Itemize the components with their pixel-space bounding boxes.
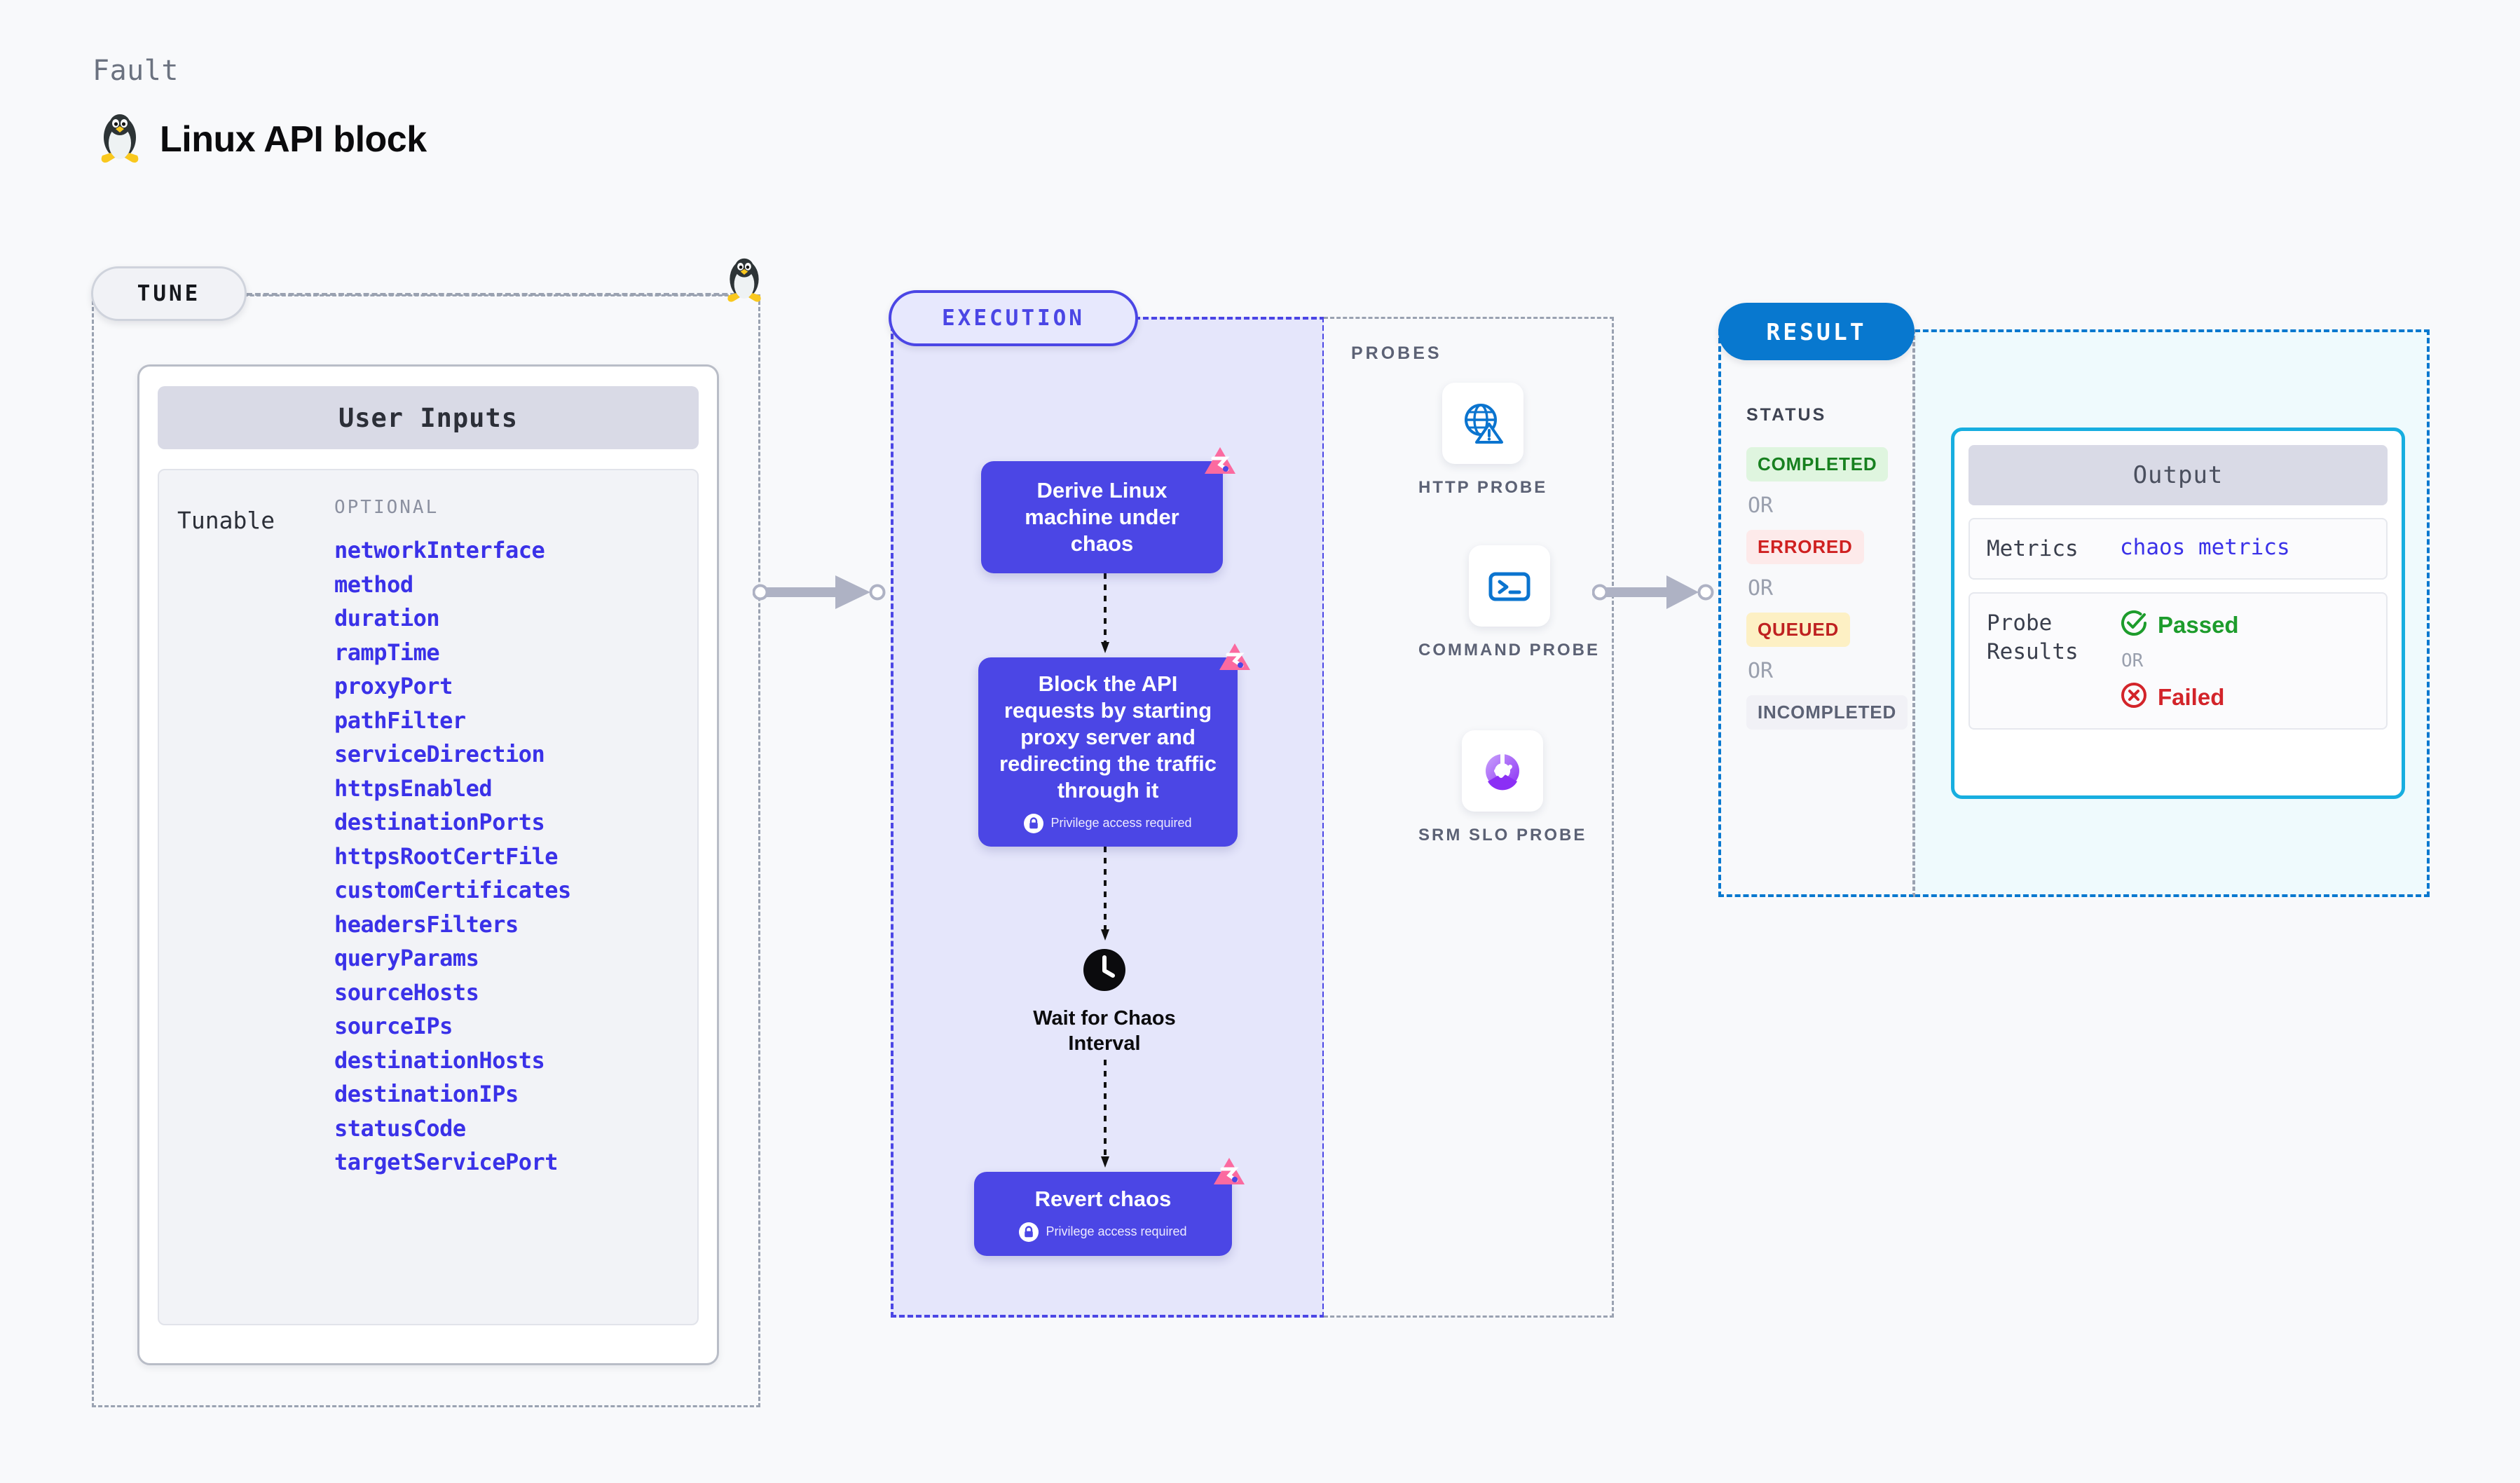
status-badge: INCOMPLETED [1746, 695, 1908, 730]
output-title: Output [1968, 445, 2388, 505]
tune-linux-penguin-icon [725, 257, 764, 309]
optional-label: OPTIONAL [334, 497, 439, 518]
output-probe-results-row: Probe Results Passed OR [1968, 592, 2388, 730]
terminal-icon [1468, 545, 1550, 627]
result-section-label: RESULT [1718, 303, 1915, 360]
probes-title: PROBES [1351, 343, 1442, 363]
connector-execution-to-result [1591, 571, 1725, 617]
tunable-item[interactable]: statusCode [334, 1114, 466, 1142]
metrics-value[interactable]: chaos metrics [2120, 535, 2290, 560]
tunable-item[interactable]: httpsRootCertFile [334, 842, 559, 870]
probe-label: SRM SLO PROBE [1418, 826, 1587, 845]
wait-label: Wait for Chaos Interval [1033, 1007, 1176, 1055]
status-badge: ERRORED [1746, 530, 1864, 564]
chaos-badge-icon [1217, 642, 1253, 681]
status-badge: COMPLETED [1746, 447, 1889, 481]
globe-warning-icon [1442, 383, 1524, 464]
connector-tune-to-execution [752, 571, 900, 617]
x-circle-icon [2120, 681, 2148, 713]
flow-line-2 [1100, 847, 1110, 948]
tune-section-label: TUNE [91, 266, 247, 321]
tunable-item[interactable]: sourceIPs [334, 1013, 453, 1039]
tunable-row-label: Tunable [177, 507, 275, 534]
tunable-item[interactable]: duration [334, 605, 440, 631]
tunable-item[interactable]: serviceDirection [334, 741, 545, 767]
tunable-item[interactable]: networkInterface [334, 537, 545, 563]
probe-results-values: Passed OR Failed [2120, 609, 2239, 713]
probe-command[interactable]: COMMAND PROBE [1418, 545, 1600, 661]
tunable-values: OPTIONAL networkInterface method duration r… [334, 490, 697, 1324]
execution-node-title: Derive Linux machine under chaos [1025, 478, 1179, 556]
output-metrics-row: Metrics chaos metrics [1968, 518, 2388, 580]
tunable-item[interactable]: destinationPorts [334, 809, 545, 835]
tunable-item[interactable]: pathFilter [334, 706, 466, 734]
tunable-item[interactable]: sourceHosts [334, 978, 479, 1006]
tunable-list: networkInterface method duration rampTime pr… [334, 539, 697, 1173]
probe-result-failed: Failed [2120, 681, 2239, 713]
tunable-item[interactable]: queryParams [334, 945, 479, 971]
status-or-separator: OR [1748, 576, 1774, 601]
tunable-item[interactable]: proxyPort [334, 673, 453, 699]
wait-for-chaos-interval: Wait for Chaos Interval [1020, 948, 1189, 1057]
probe-results-key: Probe Results [1987, 610, 2079, 664]
check-circle-icon [2120, 609, 2148, 641]
result-inner-divider [1913, 329, 1915, 897]
flow-line-3 [1100, 1060, 1110, 1175]
probe-http[interactable]: HTTP PROBE [1418, 383, 1547, 498]
privilege-note-text: Privilege access required [1050, 816, 1192, 831]
slo-donut-check-icon [1462, 730, 1544, 812]
probe-label: HTTP PROBE [1418, 478, 1548, 497]
execution-node-derive-machine[interactable]: Derive Linux machine under chaos [981, 447, 1235, 573]
lock-icon [1019, 1222, 1039, 1242]
execution-node-revert-chaos[interactable]: Revert chaos Privilege access required [974, 1158, 1245, 1256]
output-card: Output Metrics chaos metrics Probe Resul… [1951, 428, 2405, 799]
execution-node-title: Block the API requests by starting proxy… [999, 671, 1217, 802]
tune-frame-top-edge [247, 293, 753, 296]
privilege-note-text: Privilege access required [1046, 1224, 1187, 1239]
flow-line-1 [1100, 573, 1110, 661]
clock-icon [1082, 948, 1127, 996]
tunable-item[interactable]: method [334, 570, 413, 598]
chaos-badge-icon [1202, 446, 1238, 484]
metrics-key: Metrics [1987, 536, 2079, 561]
failed-label: Failed [2158, 683, 2225, 710]
tunable-item[interactable]: rampTime [334, 638, 440, 666]
lock-icon [1024, 813, 1044, 833]
status-list: COMPLETED OR ERRORED OR QUEUED OR INCOMPLETED [1746, 447, 1908, 730]
chaos-badge-icon [1211, 1156, 1247, 1195]
tunable-item[interactable]: httpsEnabled [334, 774, 493, 802]
tunable-item[interactable]: destinationHosts [334, 1046, 545, 1074]
status-title: STATUS [1746, 405, 1827, 425]
probe-result-passed: Passed [2120, 609, 2239, 641]
execution-node-block-api[interactable]: Block the API requests by starting proxy… [978, 643, 1250, 847]
status-or-separator: OR [1748, 493, 1774, 518]
linux-penguin-icon [98, 112, 142, 167]
execution-node-title: Revert chaos [1034, 1187, 1172, 1212]
probe-srm-slo[interactable]: SRM SLO PROBE [1418, 730, 1587, 846]
privilege-note: Privilege access required [1024, 813, 1192, 833]
passed-label: Passed [2158, 611, 2239, 638]
page-eyebrow: Fault [93, 55, 179, 87]
tunable-item[interactable]: customCertificates [334, 877, 571, 903]
user-inputs-card: User Inputs Tunable OPTIONAL networkInte… [137, 364, 719, 1365]
probes-section-frame [1324, 317, 1614, 1318]
probe-result-or: OR [2121, 650, 2144, 672]
status-badge: QUEUED [1746, 613, 1851, 647]
tunable-item[interactable]: headersFilters [334, 910, 519, 938]
user-inputs-body: Tunable OPTIONAL networkInterface method d… [158, 469, 699, 1325]
page-title-row: Linux API block [98, 112, 427, 167]
status-or-separator: OR [1748, 659, 1774, 683]
tunable-item[interactable]: targetServicePort [334, 1149, 559, 1175]
probe-label: COMMAND PROBE [1418, 641, 1600, 660]
user-inputs-title: User Inputs [158, 386, 699, 449]
tunable-item[interactable]: destinationIPs [334, 1081, 519, 1107]
page-title: Linux API block [160, 119, 427, 160]
execution-section-label: EXECUTION [889, 290, 1138, 346]
privilege-note: Privilege access required [1019, 1222, 1187, 1242]
